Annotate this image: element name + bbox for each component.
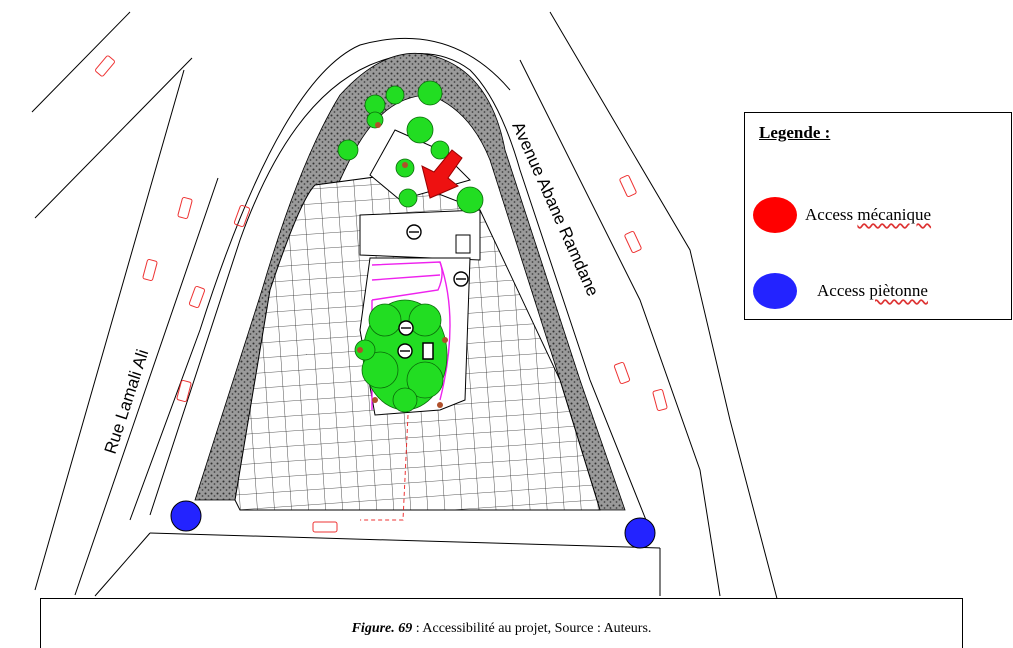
car-icon (619, 174, 637, 198)
legend-label-pietonne: Access piètonne (817, 281, 928, 300)
red-dot-icon (753, 197, 797, 233)
street-label-left: Rue Lamali Ali (101, 347, 153, 456)
car-icon (233, 204, 251, 228)
figure-caption: Figure. 69 : Accessibilité au projet, So… (40, 598, 963, 648)
car-icon (177, 196, 193, 220)
access-point-icon (170, 500, 202, 532)
car-icon (176, 379, 192, 403)
car-icon (652, 388, 668, 412)
caption-text: Figure. 69 : Accessibilité au projet, So… (41, 621, 962, 637)
caption-figure-number: Figure. 69 (351, 621, 413, 636)
legend-title: Legende : (759, 123, 831, 142)
car-icon (312, 521, 338, 533)
blue-dot-icon (753, 273, 797, 309)
caption-body: : Accessibilité au projet, Source : Aute… (412, 621, 652, 636)
stair-icon (422, 342, 434, 360)
access-point-icon (624, 517, 656, 549)
car-icon (142, 258, 158, 282)
legend-label-mecanique: Access mécanique (805, 205, 932, 224)
tree-trunks (357, 122, 448, 408)
arrow-icon (421, 149, 463, 199)
car-icon (613, 361, 631, 385)
axis-line (360, 414, 409, 521)
legend-box: Legende : Access mécanique Access pièton… (744, 112, 1012, 320)
car-icon (624, 230, 642, 254)
car-icons (95, 55, 668, 533)
car-icon (95, 55, 115, 77)
section-markers (397, 224, 469, 359)
car-icon (188, 285, 206, 309)
